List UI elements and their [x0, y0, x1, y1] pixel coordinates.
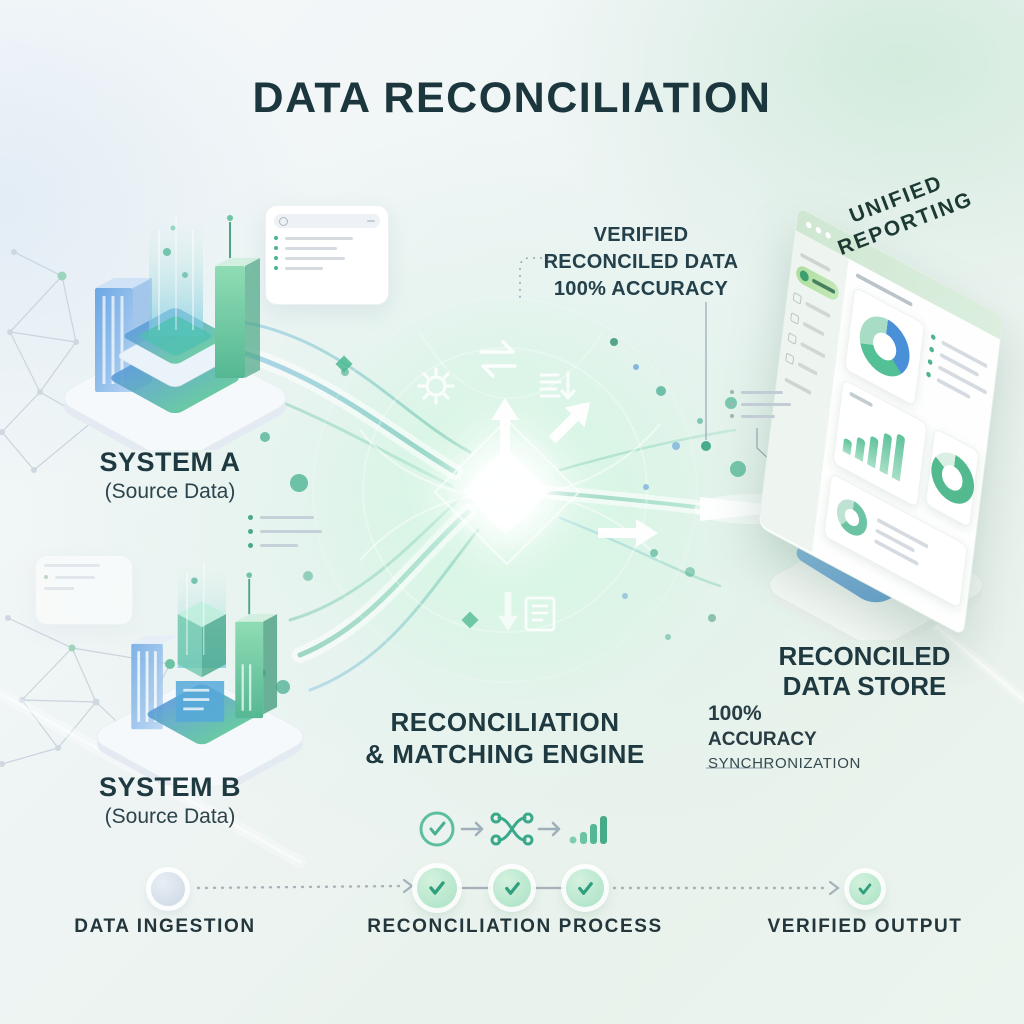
document-icon [524, 596, 556, 632]
gear-icon [417, 367, 455, 405]
process-step-label: VERIFIED OUTPUT [767, 916, 963, 937]
system-a-label: SYSTEM A (Source Data) [60, 447, 280, 504]
check-icon [504, 881, 520, 895]
donut-chart-green [928, 443, 977, 513]
bullet-list [248, 515, 338, 548]
system-a-name: SYSTEM A [99, 447, 241, 477]
accuracy-note: 100% ACCURACY SYNCHRONIZATION [708, 702, 861, 772]
process-step-label: RECONCILIATION PROCESS [367, 916, 663, 937]
page-title: DATA RECONCILIATION [252, 74, 772, 122]
tower-white [131, 635, 178, 730]
bullet-list [730, 390, 800, 418]
faded-note-card [35, 555, 133, 625]
check-dot-icon [799, 268, 810, 284]
data-flow-ribbons [226, 320, 737, 692]
mini-pie [835, 493, 869, 542]
leader-dot [701, 441, 711, 451]
shuffle-icon [490, 812, 534, 846]
data-stack [147, 681, 257, 745]
system-a-illustration [63, 215, 287, 450]
engine-ring-outer [312, 297, 698, 683]
arrow-right-icon [460, 821, 484, 837]
step-circle-ingestion [151, 872, 185, 906]
donut-chart [856, 306, 913, 387]
summary-list [922, 328, 991, 442]
data-store-label: RECONCILED DATA STORE [778, 641, 951, 701]
process-step-label: DATA INGESTION [74, 916, 256, 937]
system-b-subtitle: (Source Data) [104, 805, 236, 828]
search-bar [274, 214, 380, 228]
list-card [265, 205, 389, 305]
step-circle-verified [849, 873, 881, 905]
step-circle-check [417, 868, 457, 908]
engine-label: RECONCILIATION & MATCHING ENGINE [365, 707, 645, 769]
tower-green [215, 215, 260, 378]
bar-chart-icon [569, 816, 607, 844]
system-b-label: SYSTEM B (Source Data) [60, 772, 280, 829]
flow-dotted-connectors [196, 878, 840, 896]
arrow-right-icon [537, 821, 561, 837]
system-b-name: SYSTEM B [98, 772, 242, 802]
check-circle-icon [419, 811, 455, 847]
glass-column [140, 216, 212, 356]
tower-green [235, 572, 278, 719]
check-icon [858, 883, 872, 895]
system-b-illustration [96, 562, 304, 785]
check-icon [429, 881, 445, 895]
step-circle-check [566, 869, 604, 907]
sort-list-icon [539, 371, 576, 400]
search-icon [279, 216, 288, 226]
verified-data-note: VERIFIED RECONCILED DATA 100% ACCURACY [543, 224, 739, 300]
glass-cube [177, 562, 226, 678]
check-icon [577, 881, 593, 895]
donut-chart-card-2 [925, 427, 980, 529]
swap-arrows-icon [479, 340, 517, 378]
engine-ring-inner [362, 347, 648, 633]
step-circle-check [493, 869, 531, 907]
bar-chart [842, 401, 917, 488]
system-a-subtitle: (Source Data) [104, 480, 236, 503]
